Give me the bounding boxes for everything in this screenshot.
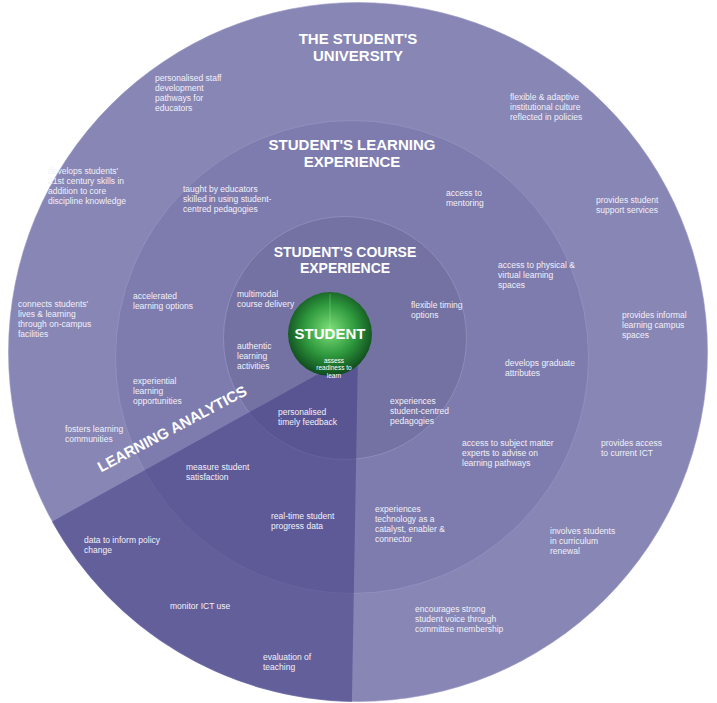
item-label: personalised staff development pathways … bbox=[155, 73, 227, 113]
item-label: involves students in curriculum renewal bbox=[550, 526, 620, 556]
item-label: access to mentoring bbox=[446, 188, 506, 208]
item-label: experiences technology as a catalyst, en… bbox=[375, 504, 455, 544]
university-ring: THE STUDENT'S UNIVERSITY STUDENT'S LEARNI… bbox=[8, 2, 708, 702]
item-label: experiences student-centred pedagogies bbox=[390, 396, 465, 426]
analytics-wedge-outline bbox=[0, 352, 362, 703]
item-label: develops students' 21st century skills i… bbox=[48, 166, 130, 206]
item-label: access to subject matter experts to advi… bbox=[462, 438, 557, 468]
node-heading: THE STUDENT'S UNIVERSITY bbox=[263, 30, 453, 65]
node-note: assess readiness to learn bbox=[316, 357, 352, 379]
item-label: access to physical & virtual learning sp… bbox=[498, 260, 578, 290]
item-label: connects students' lives & learning thro… bbox=[18, 299, 106, 339]
analytics-wedge: LEARNING ANALYTICS bbox=[0, 352, 362, 703]
node-heading: STUDENT'S COURSE EXPERIENCE bbox=[255, 244, 435, 276]
item-label: develops graduate attributes bbox=[505, 358, 575, 378]
student-circle: STUDENT assess readiness to learn bbox=[288, 292, 372, 376]
item-label: flexible timing options bbox=[411, 300, 466, 320]
item-label: authentic learning activities bbox=[237, 341, 292, 371]
ring-fill bbox=[9, 3, 708, 702]
item-label: encourages strong student voice through … bbox=[415, 604, 510, 634]
wedge-fill bbox=[52, 352, 358, 702]
item-label: multimodal course delivery bbox=[237, 289, 302, 309]
item-label: provides student support services bbox=[596, 195, 668, 215]
item-label: provides access to current ICT bbox=[601, 438, 671, 458]
item-label: flexible & adaptive institutional cultur… bbox=[510, 92, 600, 122]
item-label: accelerated learning options bbox=[133, 291, 205, 311]
node-heading: STUDENT'S LEARNING EXPERIENCE bbox=[252, 136, 452, 171]
item-label: experiential learning opportunities bbox=[133, 376, 203, 406]
item-label: taught by educators skilled in using stu… bbox=[183, 184, 273, 214]
item-label: provides informal learning campus spaces bbox=[622, 310, 694, 340]
node-heading: STUDENT bbox=[290, 325, 370, 342]
